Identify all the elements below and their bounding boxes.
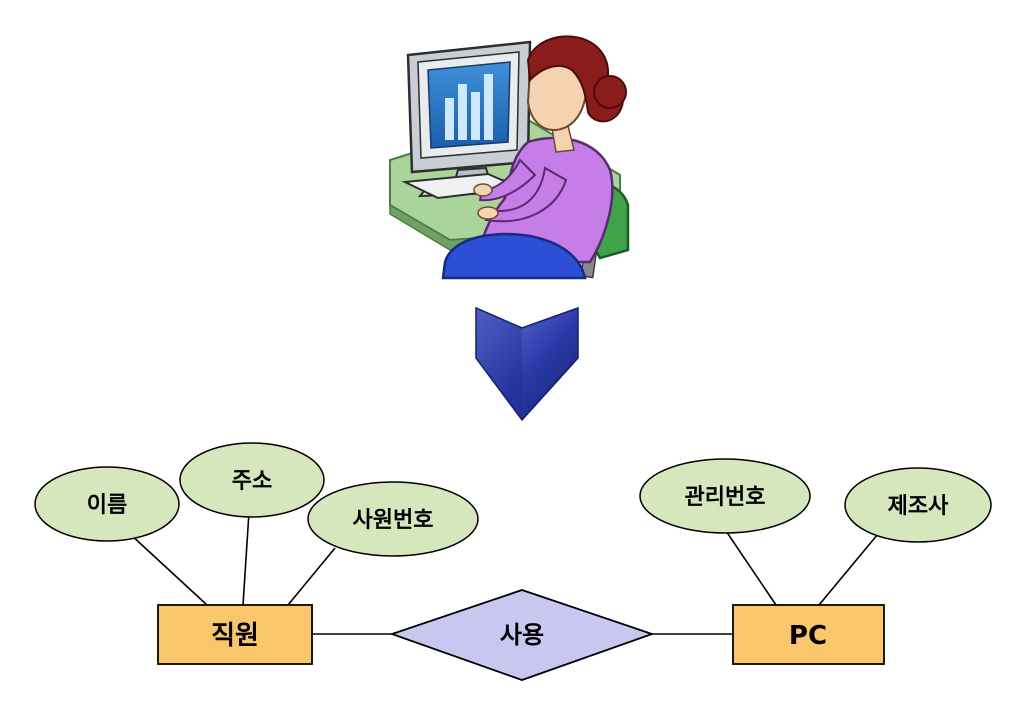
attribute-name: 이름	[34, 466, 180, 542]
woman-legs	[441, 232, 587, 280]
attribute-manufacturer-label: 제조사	[888, 494, 949, 519]
connector-manufacturer-pc	[818, 533, 879, 606]
connector-address-employee	[242, 511, 250, 606]
attribute-address-label: 주소	[232, 469, 272, 494]
attribute-name-label: 이름	[87, 493, 127, 518]
entity-pc-label: PC	[789, 621, 827, 651]
entity-pc: PC	[732, 604, 885, 665]
entity-employee-label: 직원	[211, 621, 259, 651]
down-arrow-icon	[475, 306, 579, 422]
relationship-use-label: 사용	[500, 621, 544, 649]
connector-name-employee	[129, 533, 208, 606]
attribute-management-number-label: 관리번호	[685, 485, 766, 510]
attribute-manufacturer: 제조사	[844, 467, 992, 543]
relationship-use: 사용	[389, 589, 655, 681]
woman-at-computer-illustration	[389, 35, 630, 280]
connector-empno-employee	[287, 547, 336, 606]
attribute-address: 주소	[179, 442, 325, 518]
attribute-employee-number-label: 사원번호	[353, 508, 434, 533]
entity-employee: 직원	[157, 604, 313, 665]
connector-mgmtno-pc	[723, 527, 777, 606]
attribute-employee-number: 사원번호	[307, 481, 479, 557]
attribute-management-number: 관리번호	[639, 458, 811, 534]
